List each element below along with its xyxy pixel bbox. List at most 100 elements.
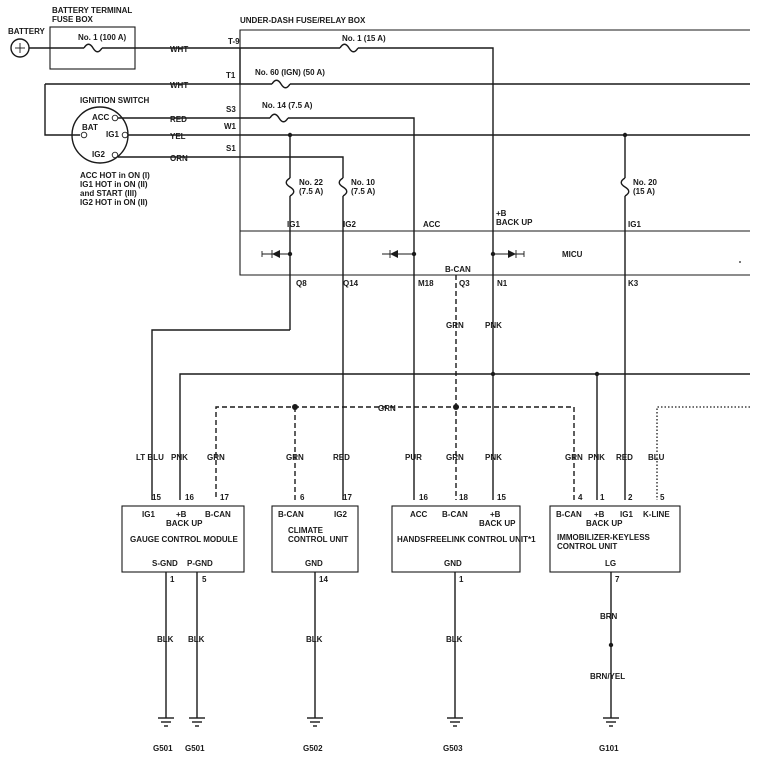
handsfreelink-control-unit: 16 18 15 ACC B-CAN +B BACK UP HANDSFREEL… xyxy=(391,493,536,584)
handsfree-module-name: HANDSFREELINK CONTROL UNIT*1 xyxy=(397,535,536,544)
climate-control-unit: 6 17 B-CAN IG2 CLIMATE CONTROL UNIT GND … xyxy=(271,493,359,584)
handsfree-label-bcan: B-CAN xyxy=(442,510,468,519)
micu: IG1 IG2 ACC +B BACK UP IG1 MICU B-CAN Q8… xyxy=(240,209,750,288)
immobilizer-name-1: IMMOBILIZER-KEYLESS xyxy=(557,533,651,542)
gauge-pin-17: 17 xyxy=(220,493,229,502)
fuse-10-label-1: No. 10 xyxy=(351,178,376,187)
wire-pnk-handsfree: PNK xyxy=(485,453,502,462)
gauge-module-name: GAUGE CONTROL MODULE xyxy=(130,535,239,544)
fuse-box-title-1: BATTERY TERMINAL xyxy=(52,6,132,15)
gauge-ground-pin-1: 1 xyxy=(170,575,175,584)
climate-pin-6: 6 xyxy=(300,493,305,502)
relay-box-title: UNDER-DASH FUSE/RELAY BOX xyxy=(240,16,366,25)
micu-pin-q8: Q8 xyxy=(296,279,307,288)
terminal-t9: T-9 xyxy=(228,37,240,46)
climate-label-gnd: GND xyxy=(305,559,323,568)
immobilizer-label-b: +B xyxy=(594,510,605,519)
fuse-10-label-2: (7.5 A) xyxy=(351,187,375,196)
ground-label-g501-a: G501 xyxy=(153,744,173,753)
immobilizer-label-backup: BACK UP xyxy=(586,519,623,528)
fuse-100a-symbol xyxy=(83,43,103,53)
battery-feed-wires: WHT T-9 No. 1 (15 A) WHT T1 No. 60 (IGN)… xyxy=(44,34,750,500)
terminal-s1: S1 xyxy=(226,144,236,153)
immobilizer-pin-1: 1 xyxy=(600,493,605,502)
ign-note-2: IG1 HOT in ON (II) xyxy=(80,180,148,189)
immobilizer-keyless-control-unit: 4 1 2 5 B-CAN +B BACK UP IG1 K-LINE IMMO… xyxy=(549,493,681,584)
handsfree-pin-18: 18 xyxy=(459,493,468,502)
handsfree-label-acc: ACC xyxy=(410,510,428,519)
micu-output-wires: GRN PNK GRN LT BLU PNK GRN GRN RED PUR G… xyxy=(136,275,750,500)
wire-grn-q3: GRN xyxy=(446,321,464,330)
fuse-1-15a-label: No. 1 (15 A) xyxy=(342,34,386,43)
immobilizer-name-2: CONTROL UNIT xyxy=(557,542,617,551)
gauge-label-backup: BACK UP xyxy=(166,519,203,528)
handsfree-pin-16: 16 xyxy=(419,493,428,502)
ground-label-g101: G101 xyxy=(599,744,619,753)
ignition-switch: IGNITION SWITCH ACC BAT IG1 IG2 ACC HOT … xyxy=(71,96,150,207)
micu-input-acc: ACC xyxy=(423,220,441,229)
wire-grn-climate: GRN xyxy=(286,453,304,462)
wire-blu-immobilizer: BLU xyxy=(648,453,665,462)
wire-pnk-n1: PNK xyxy=(485,321,502,330)
wire-red-climate: RED xyxy=(333,453,350,462)
immobilizer-label-kline: K-LINE xyxy=(643,510,670,519)
ign-pin-ig1: IG1 xyxy=(106,130,119,139)
terminal-t1: T1 xyxy=(226,71,236,80)
micu-pin-q3: Q3 xyxy=(459,279,470,288)
wire-orn-ig2: ORN xyxy=(170,154,188,163)
fuse-60-ign-symbol xyxy=(271,79,291,89)
ign-note-3: and START (III) xyxy=(80,189,137,198)
fuse-1-15a-symbol xyxy=(339,43,359,53)
fuse-60-label: No. 60 (IGN) (50 A) xyxy=(255,68,325,77)
handsfree-ground-pin: 1 xyxy=(459,575,464,584)
climate-label-ig2: IG2 xyxy=(334,510,347,519)
wire-yel-ig1: YEL xyxy=(170,132,186,141)
micu-pin-q14: Q14 xyxy=(343,279,359,288)
ignition-switch-title: IGNITION SWITCH xyxy=(80,96,150,105)
fuse-14-label: No. 14 (7.5 A) xyxy=(262,101,313,110)
fuse-box-main-fuse-label: No. 1 (100 A) xyxy=(78,33,126,42)
immobilizer-ground-pin: 7 xyxy=(615,575,620,584)
fuse-22-label-2: (7.5 A) xyxy=(299,187,323,196)
immobilizer-label-ig1: IG1 xyxy=(620,510,633,519)
ground-wires: BLK BLK BLK BLK BRN BRN/YEL xyxy=(157,572,625,718)
ign-pin-bat: BAT xyxy=(82,123,98,132)
ign-note-4: IG2 HOT in ON (II) xyxy=(80,198,148,207)
wire-brn: BRN xyxy=(600,612,618,621)
handsfree-label-gnd: GND xyxy=(444,559,462,568)
gauge-label-ig1: IG1 xyxy=(142,510,155,519)
wire-grn-gauge: GRN xyxy=(207,453,225,462)
fuse-14-symbol xyxy=(269,113,289,123)
micu-pin-k3: K3 xyxy=(628,279,639,288)
ground-label-g502: G502 xyxy=(303,744,323,753)
fuse-20-label-1: No. 20 xyxy=(633,178,658,187)
wire-grn-immobilizer: GRN xyxy=(565,453,583,462)
wire-red-acc: RED xyxy=(170,115,187,124)
gauge-ground-pin-5: 5 xyxy=(202,575,207,584)
wire-blk-g501-b: BLK xyxy=(188,635,205,644)
immobilizer-pin-4: 4 xyxy=(578,493,583,502)
gauge-label-b: +B xyxy=(176,510,187,519)
relay-box-fuses: No. 22 (7.5 A) No. 10 (7.5 A) No. 20 (15… xyxy=(285,132,658,500)
climate-name-2: CONTROL UNIT xyxy=(288,535,348,544)
ground-symbol-g503 xyxy=(447,717,463,727)
ground-label-g501-b: G501 xyxy=(185,744,205,753)
immobilizer-label-lg: LG xyxy=(605,559,616,568)
gauge-pin-16: 16 xyxy=(185,493,194,502)
wire-grn-bus: GRN xyxy=(378,404,396,413)
ignition-output-wires: RED S3 No. 14 (7.5 A) YEL W1 ORN S1 xyxy=(118,101,750,500)
ground-label-g503: G503 xyxy=(443,744,463,753)
fuse-22-symbol xyxy=(285,177,295,197)
gauge-pin-15: 15 xyxy=(152,493,161,502)
ground-labels: G501 G501 G502 G503 G101 xyxy=(153,744,619,753)
wire-brn-yel: BRN/YEL xyxy=(590,672,625,681)
ground-symbol-g501-b xyxy=(189,717,205,727)
fuse-box-title-2: FUSE BOX xyxy=(52,15,94,24)
wire-pnk-gauge: PNK xyxy=(171,453,188,462)
handsfree-label-b: +B xyxy=(490,510,501,519)
immobilizer-label-bcan: B-CAN xyxy=(556,510,582,519)
gauge-label-sgnd: S-GND xyxy=(152,559,178,568)
ign-pin-ig2: IG2 xyxy=(92,150,105,159)
wire-wht-t1: WHT xyxy=(170,81,188,90)
